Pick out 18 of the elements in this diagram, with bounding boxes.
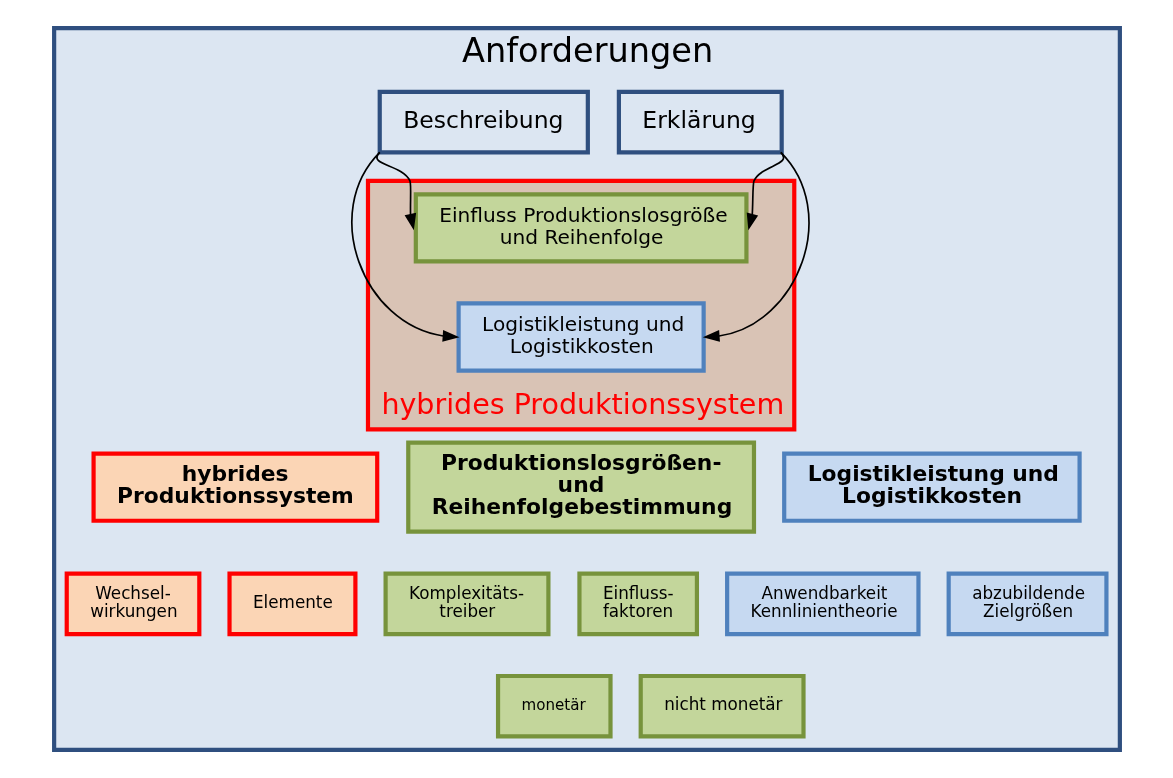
node-box: Erklärung	[616, 89, 784, 155]
node-box: hybrides Produktionssystem	[91, 451, 379, 523]
node-box: Wechsel- wirkungen	[64, 571, 201, 637]
node-box: Logistikleistung und Logistikkosten	[781, 451, 1082, 523]
node-box: Beschreibung	[377, 89, 590, 155]
arrow	[702, 151, 810, 342]
node-box: Produktionslosgrößen- und Reihenfolgebestimmung	[405, 440, 756, 534]
node-box: Elemente	[226, 571, 357, 637]
node-box: Einfluss- faktoren	[576, 571, 699, 637]
node-box: nicht monetär	[638, 673, 806, 739]
node-box: monetär	[495, 673, 613, 739]
node-box: Komplexitäts- treiber	[383, 571, 550, 637]
arrow	[746, 151, 784, 231]
node-box: Einfluss Produktionslosgröße und Reihenfolge	[413, 192, 749, 264]
node-box: Anwendbarkeit Kennlinientheorie	[724, 571, 921, 637]
node-box: Logistikleistung und Logistikkosten	[456, 301, 706, 373]
arrow	[350, 151, 459, 342]
node-box: abzubildende Zielgrößen	[946, 571, 1109, 637]
